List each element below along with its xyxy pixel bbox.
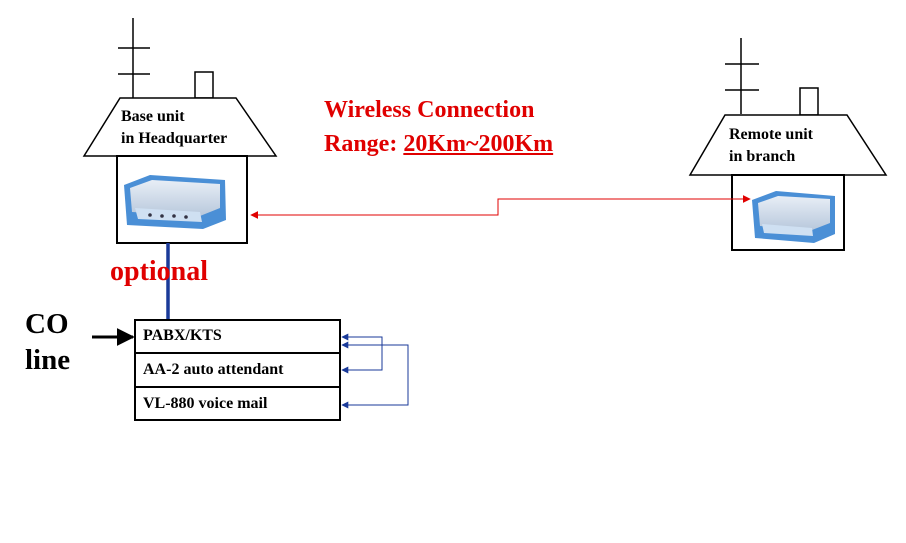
antenna-icon xyxy=(725,38,759,114)
co-line-label: CO line xyxy=(25,306,70,378)
wireless-title: Wireless Connection xyxy=(324,97,535,123)
pbx-cell-auto-attendant: AA-2 auto attendant xyxy=(143,361,284,378)
device-icon xyxy=(752,191,835,243)
base-unit-line1: Base unit xyxy=(121,108,185,125)
co-line-line1: CO xyxy=(25,308,69,340)
wireless-label: Wireless Connection Range: 20Km~200Km xyxy=(324,93,553,161)
pbx-connections xyxy=(341,333,409,409)
device-icon xyxy=(124,175,226,229)
antenna-icon xyxy=(118,18,150,98)
base-unit-line2: in Headquarter xyxy=(121,130,228,147)
remote-unit-label: Remote unit in branch xyxy=(729,124,813,168)
wireless-range: Range: 20Km~200Km xyxy=(324,127,553,161)
wireless-link xyxy=(250,195,751,219)
range-label: Range: xyxy=(324,131,404,157)
optional-label: optional xyxy=(110,256,209,287)
base-unit-label: Base unit in Headquarter xyxy=(121,106,227,150)
range-value: 20Km~200Km xyxy=(403,131,554,157)
base-unit-house xyxy=(82,18,278,244)
remote-unit-line1: Remote unit xyxy=(729,126,813,143)
pbx-stack-box xyxy=(134,319,341,421)
co-line-line2: line xyxy=(25,344,71,376)
pbx-cell-voice-mail: VL-880 voice mail xyxy=(143,395,268,412)
remote-unit-house xyxy=(688,38,888,251)
pbx-cell-pabx: PABX/KTS xyxy=(143,327,222,344)
chimney xyxy=(194,71,214,99)
chimney xyxy=(799,87,819,116)
remote-unit-line2: in branch xyxy=(729,148,796,165)
